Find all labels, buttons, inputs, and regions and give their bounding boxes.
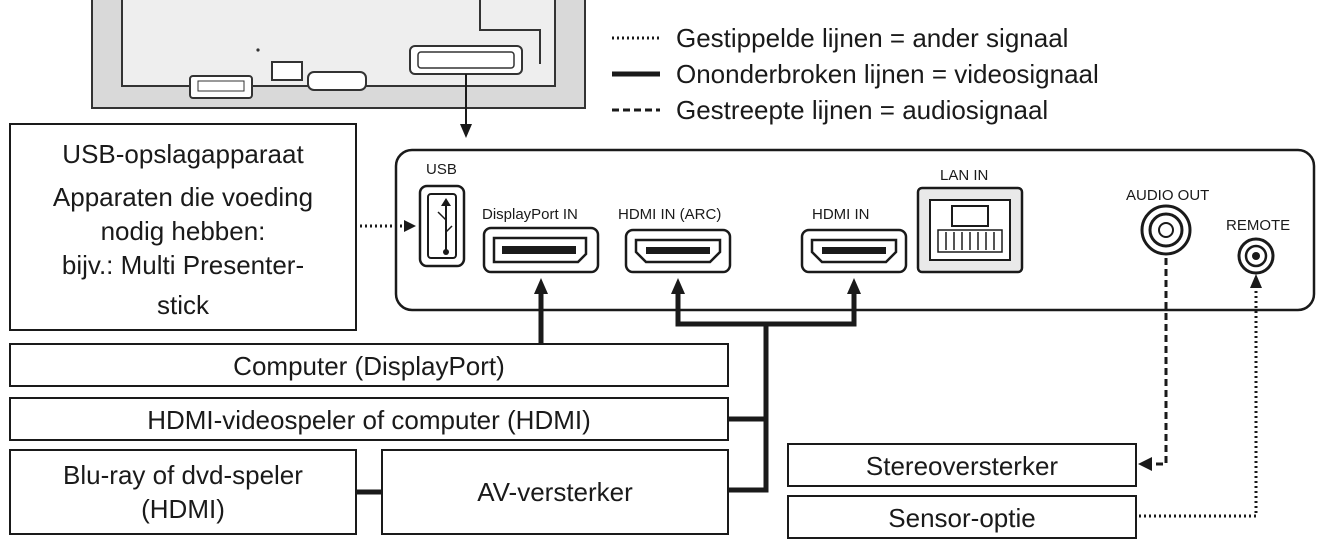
hdmi-in-port: HDMI IN <box>800 206 908 274</box>
usb-port-label: USB <box>426 161 457 178</box>
computer-displayport-box: Computer (DisplayPort) <box>9 343 729 387</box>
displayport-in-port: DisplayPort IN <box>482 206 600 274</box>
audio-out-label: AUDIO OUT <box>1126 187 1209 204</box>
remote-connection-line <box>1138 274 1262 518</box>
bluray-label-line-2: (HDMI) <box>141 494 225 524</box>
usb-connection-line <box>360 220 416 232</box>
legend-dotted-label: Gestippelde lijnen = ander signaal <box>676 23 1068 53</box>
remote-label: REMOTE <box>1226 217 1290 234</box>
audio-out-connection-line <box>1138 258 1168 471</box>
usb-box-line-4: stick <box>157 290 210 320</box>
hdmi-connection-lines <box>356 278 861 495</box>
usb-port: USB <box>418 161 466 268</box>
hdmi-in-label: HDMI IN <box>812 206 870 223</box>
legend-solid-label: Ononderbroken lijnen = videosignaal <box>676 59 1099 89</box>
bluray-label-line-1: Blu-ray of dvd-speler <box>63 460 303 490</box>
av-receiver-box: AV-versterker <box>381 449 729 535</box>
usb-box-title: USB-opslagapparaat <box>62 139 304 169</box>
legend-dashed-label: Gestreepte lijnen = audiosignaal <box>676 95 1048 125</box>
connector-panel: USB DisplayPort IN HDMI IN (ARC) HDMI IN <box>394 148 1316 312</box>
hdmi-in-arc-port: HDMI IN (ARC) <box>618 206 732 274</box>
computer-displayport-label: Computer (DisplayPort) <box>233 351 505 381</box>
panel-pointer-arrow <box>460 74 472 138</box>
usb-devices-box: USB-opslagapparaat Apparaten die voeding… <box>9 123 357 331</box>
av-receiver-label: AV-versterker <box>477 477 633 507</box>
stereo-amplifier-box: Stereoversterker <box>787 443 1137 487</box>
hdmi-player-label: HDMI-videospeler of computer (HDMI) <box>147 405 591 435</box>
lan-in-label: LAN IN <box>940 167 988 184</box>
sensor-option-label: Sensor-optie <box>888 503 1035 533</box>
hdmi-player-box: HDMI-videospeler of computer (HDMI) <box>9 397 729 441</box>
remote-port: REMOTE <box>1226 217 1290 275</box>
usb-box-line-2: nodig hebben: <box>101 216 266 246</box>
sensor-option-box: Sensor-optie <box>787 495 1137 539</box>
stereo-amplifier-label: Stereoversterker <box>866 451 1059 481</box>
usb-box-line-3: bijv.: Multi Presenter- <box>62 250 304 280</box>
hdmi-in-arc-label: HDMI IN (ARC) <box>618 206 721 223</box>
usb-box-line-1: Apparaten die voeding <box>53 182 313 212</box>
monitor-bottom-view <box>91 0 586 109</box>
audio-out-port: AUDIO OUT <box>1126 187 1209 256</box>
displayport-in-label: DisplayPort IN <box>482 206 578 223</box>
lan-in-port: LAN IN <box>916 167 1024 274</box>
legend: Gestippelde lijnen = ander signaal Onond… <box>612 23 1099 125</box>
bluray-player-box: Blu-ray of dvd-speler (HDMI) <box>9 449 357 535</box>
displayport-connection-line <box>534 278 548 344</box>
